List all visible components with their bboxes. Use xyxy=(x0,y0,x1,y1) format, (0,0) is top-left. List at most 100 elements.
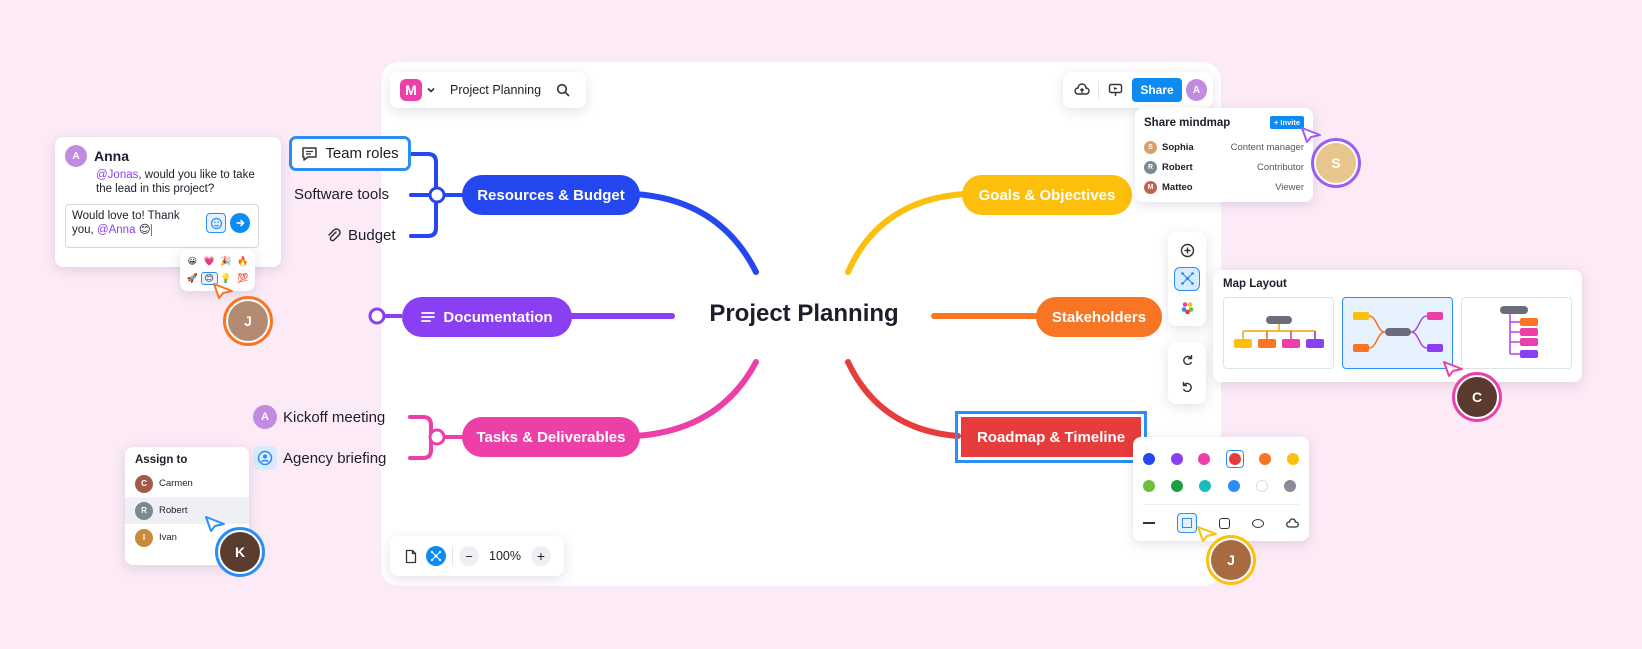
member-name: Matteo xyxy=(1162,181,1193,193)
color-swatch[interactable] xyxy=(1171,480,1184,492)
emoji-option[interactable]: 💡 xyxy=(220,272,232,283)
node-roadmap-timeline[interactable]: Roadmap & Timeline xyxy=(961,417,1141,457)
emoji-picker-icon[interactable] xyxy=(206,213,226,233)
emoji-option[interactable]: 💯 xyxy=(237,272,249,283)
color-swatch-selected[interactable] xyxy=(1225,450,1244,468)
node-resources-budget[interactable]: Resources & Budget xyxy=(462,175,640,215)
avatar[interactable]: A xyxy=(1185,79,1208,101)
collaborator-avatar: J xyxy=(1206,535,1256,585)
leaf-label: Budget xyxy=(348,227,396,244)
node-goals-objectives[interactable]: Goals & Objectives xyxy=(962,175,1132,215)
color-swatch[interactable] xyxy=(1259,453,1272,465)
logo-menu[interactable]: M xyxy=(400,79,436,101)
emoji-option[interactable]: 🔥 xyxy=(237,255,249,266)
mention[interactable]: @Jonas xyxy=(96,169,139,181)
leaf-agency-briefing[interactable]: Agency briefing xyxy=(253,446,386,470)
collaborator-avatar: J xyxy=(223,296,273,346)
member-row[interactable]: M Matteo Viewer xyxy=(1144,177,1304,197)
cursor-arrow-icon xyxy=(205,516,225,532)
node-label: Goals & Objectives xyxy=(978,186,1116,204)
square-shape-icon[interactable] xyxy=(1177,513,1197,533)
share-button[interactable]: Share xyxy=(1132,78,1182,102)
share-mindmap-panel: Share mindmap + Invite S Sophia Content … xyxy=(1135,108,1313,202)
leaf-team-roles[interactable]: Team roles xyxy=(289,136,411,171)
assignee-name: Carmen xyxy=(159,478,193,489)
color-swatch[interactable] xyxy=(1227,480,1240,492)
cursor-arrow-icon xyxy=(1443,361,1463,377)
search-icon[interactable] xyxy=(550,77,576,103)
node-label: Documentation xyxy=(443,308,553,326)
side-tools xyxy=(1168,232,1206,326)
color-swatch[interactable] xyxy=(1143,480,1155,492)
cloud-shape-icon[interactable] xyxy=(1286,517,1299,529)
node-label: Stakeholders xyxy=(1051,308,1147,326)
leaf-software-tools[interactable]: Software tools xyxy=(294,186,389,203)
node-documentation[interactable]: Documentation xyxy=(402,297,572,337)
color-swatch[interactable] xyxy=(1198,453,1211,465)
color-swatch[interactable] xyxy=(1199,480,1212,492)
org-chart-layout-icon xyxy=(1234,316,1324,348)
member-role[interactable]: Contributor xyxy=(1257,161,1304,173)
comment-message: @Jonas, would you like to take the lead … xyxy=(96,169,255,195)
node-label: Resources & Budget xyxy=(477,186,625,204)
invite-button[interactable]: + Invite xyxy=(1270,116,1304,129)
assignee-option[interactable]: I Ivan xyxy=(125,524,249,551)
oval-shape-icon[interactable] xyxy=(1252,518,1264,528)
zoom-in-button[interactable]: + xyxy=(530,546,551,566)
mindmap-view-icon[interactable] xyxy=(426,546,446,566)
plus-circle-icon[interactable] xyxy=(1174,238,1200,263)
color-swatch[interactable] xyxy=(1170,453,1183,465)
cursor-arrow-icon xyxy=(1197,526,1217,542)
document-title[interactable]: Project Planning xyxy=(450,83,542,97)
member-role[interactable]: Content manager xyxy=(1230,141,1304,153)
zoom-out-button[interactable]: − xyxy=(459,546,479,566)
member-row[interactable]: S Sophia Content manager xyxy=(1144,137,1304,157)
node-roadmap-timeline-selected[interactable]: Roadmap & Timeline xyxy=(955,411,1147,463)
invite-label: Invite xyxy=(1280,118,1300,127)
color-palette-icon[interactable] xyxy=(1174,295,1200,320)
emoji-option[interactable]: 😀 xyxy=(187,255,198,266)
line-shape-icon[interactable] xyxy=(1143,522,1155,524)
central-topic[interactable]: Project Planning xyxy=(709,300,899,327)
emoji-option[interactable]: 💗 xyxy=(203,255,215,266)
map-layout-panel: Map Layout xyxy=(1213,270,1582,382)
member-name: Robert xyxy=(1162,161,1193,173)
leaf-label: Kickoff meeting xyxy=(283,408,386,426)
color-swatch[interactable] xyxy=(1143,453,1155,465)
reply-input[interactable]: Would love to! Thank you, @Anna 😊 xyxy=(65,204,259,248)
mindmap-icon[interactable] xyxy=(1174,266,1200,292)
color-swatch[interactable] xyxy=(1255,480,1268,492)
node-stakeholders[interactable]: Stakeholders xyxy=(1036,297,1162,337)
color-swatch[interactable] xyxy=(1286,453,1299,465)
document-icon[interactable] xyxy=(398,543,424,569)
emoji-option-selected[interactable]: 😊 xyxy=(200,271,218,285)
toolbar-divider xyxy=(1098,81,1100,99)
member-role[interactable]: Viewer xyxy=(1275,181,1304,193)
assignee-name: Ivan xyxy=(159,532,177,543)
send-arrow-icon[interactable] xyxy=(230,213,250,233)
layout-option-org-chart[interactable] xyxy=(1223,297,1334,369)
assignee-option-hovered[interactable]: R Robert xyxy=(125,497,249,524)
member-name: Sophia xyxy=(1162,141,1194,153)
emoji-option[interactable]: 🎉 xyxy=(220,255,232,266)
paperclip-icon xyxy=(328,227,341,241)
node-tasks-deliverables[interactable]: Tasks & Deliverables xyxy=(462,417,640,457)
leaf-budget[interactable]: Budget xyxy=(326,227,396,244)
rounded-square-shape-icon[interactable] xyxy=(1219,517,1230,529)
tree-layout-icon xyxy=(1500,306,1538,358)
cloud-upload-icon[interactable] xyxy=(1069,77,1094,103)
assignee-option[interactable]: C Carmen xyxy=(125,470,249,497)
color-swatch[interactable] xyxy=(1283,480,1296,492)
undo-icon[interactable] xyxy=(1174,374,1200,399)
assignee-name: Robert xyxy=(159,505,188,516)
layout-option-tree[interactable] xyxy=(1461,297,1572,369)
member-row[interactable]: R Robert Contributor xyxy=(1144,157,1304,177)
emoji-option[interactable]: 🚀 xyxy=(186,272,198,283)
collaborator-avatar: S xyxy=(1311,138,1361,188)
present-icon[interactable] xyxy=(1103,77,1128,103)
layout-option-mindmap[interactable] xyxy=(1342,297,1453,369)
redo-icon[interactable] xyxy=(1174,347,1200,372)
map-layout-title: Map Layout xyxy=(1223,278,1287,290)
leaf-kickoff-meeting[interactable]: A Kickoff meeting xyxy=(253,405,385,429)
avatar: R xyxy=(1144,160,1157,174)
